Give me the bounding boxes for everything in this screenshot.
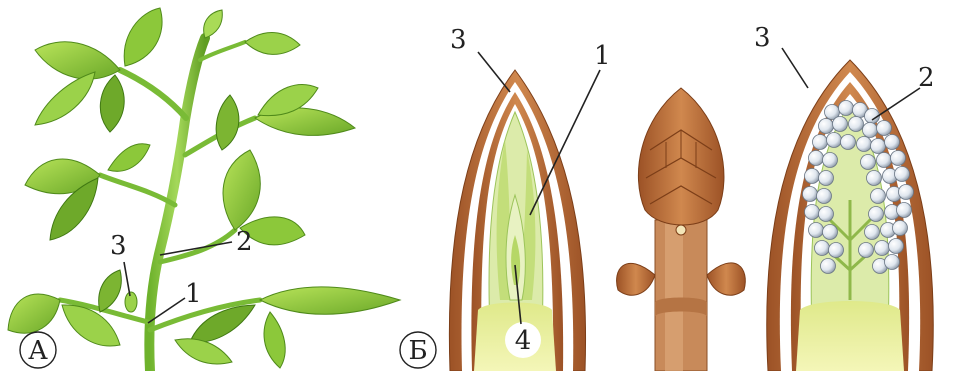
flower-bud-bead [821, 259, 836, 274]
flower-bud-bead [819, 207, 834, 222]
flower-bud-bead [819, 171, 834, 186]
flower-bud-bead [889, 239, 904, 254]
callout-2-label: 2 [236, 227, 253, 257]
callout-3-label: 3 [110, 231, 127, 261]
flower-bud-bead [805, 205, 820, 220]
flower-bud-bead [827, 133, 842, 148]
flower-bud-bead [805, 169, 820, 184]
flower-bud-bead [841, 135, 856, 150]
callout-right-2-label: 2 [918, 63, 935, 93]
flower-bud-bead [871, 189, 886, 204]
flower-bud-bead [897, 203, 912, 218]
flower-bud-bead [833, 117, 848, 132]
callout-1-label: 1 [185, 279, 202, 309]
flower-bud-bead [877, 121, 892, 136]
flower-bud-bead [893, 221, 908, 236]
flower-bud-bead [895, 167, 910, 182]
callout-left-1-label: 1 [594, 41, 611, 71]
panel-a-label: А [28, 336, 48, 366]
flower-bud-bead [823, 225, 838, 240]
flower-bud-bead [865, 225, 880, 240]
flower-bud-bead [839, 101, 854, 116]
flower-bud-bead [869, 207, 884, 222]
axillary-bud [125, 292, 137, 312]
flower-bud-bead [809, 151, 824, 166]
flower-bud-bead [857, 137, 872, 152]
flower-bud-bead [877, 153, 892, 168]
flower-bud-bead [849, 117, 864, 132]
flower-bud-bead [875, 241, 890, 256]
panel-b-label: Б [408, 336, 427, 366]
flower-bud-bead [891, 151, 906, 166]
side-branch [120, 70, 186, 118]
flower-bud-bead [815, 241, 830, 256]
flower-bud-bead [809, 223, 824, 238]
flower-bud-bead [885, 255, 900, 270]
flower-bud-bead [813, 135, 828, 150]
panel-a-badge: А [20, 332, 56, 368]
flower-bud-bead [863, 123, 878, 138]
flower-bud-bead [803, 187, 818, 202]
panel-a-shoot-illustration [8, 8, 400, 371]
flower-bud-bead [829, 243, 844, 258]
callout-left-3-label: 3 [450, 25, 467, 55]
panel-b-badge: Б [400, 332, 436, 368]
flower-bud-bead [861, 155, 876, 170]
callout-left-4-label: 4 [515, 326, 532, 356]
flower-bud-section [767, 60, 934, 371]
flower-bud-bead [817, 189, 832, 204]
flower-bud-bead [871, 139, 886, 154]
flower-bud-bead [867, 171, 882, 186]
flower-bud-bead [899, 185, 914, 200]
flower-bud-bead [859, 243, 874, 258]
callout-right-3-label: 3 [754, 23, 771, 53]
flower-bud-bead [819, 119, 834, 134]
flower-bud-bead [823, 153, 838, 168]
flower-bud-bead [885, 135, 900, 150]
twig-with-bud [617, 88, 746, 371]
